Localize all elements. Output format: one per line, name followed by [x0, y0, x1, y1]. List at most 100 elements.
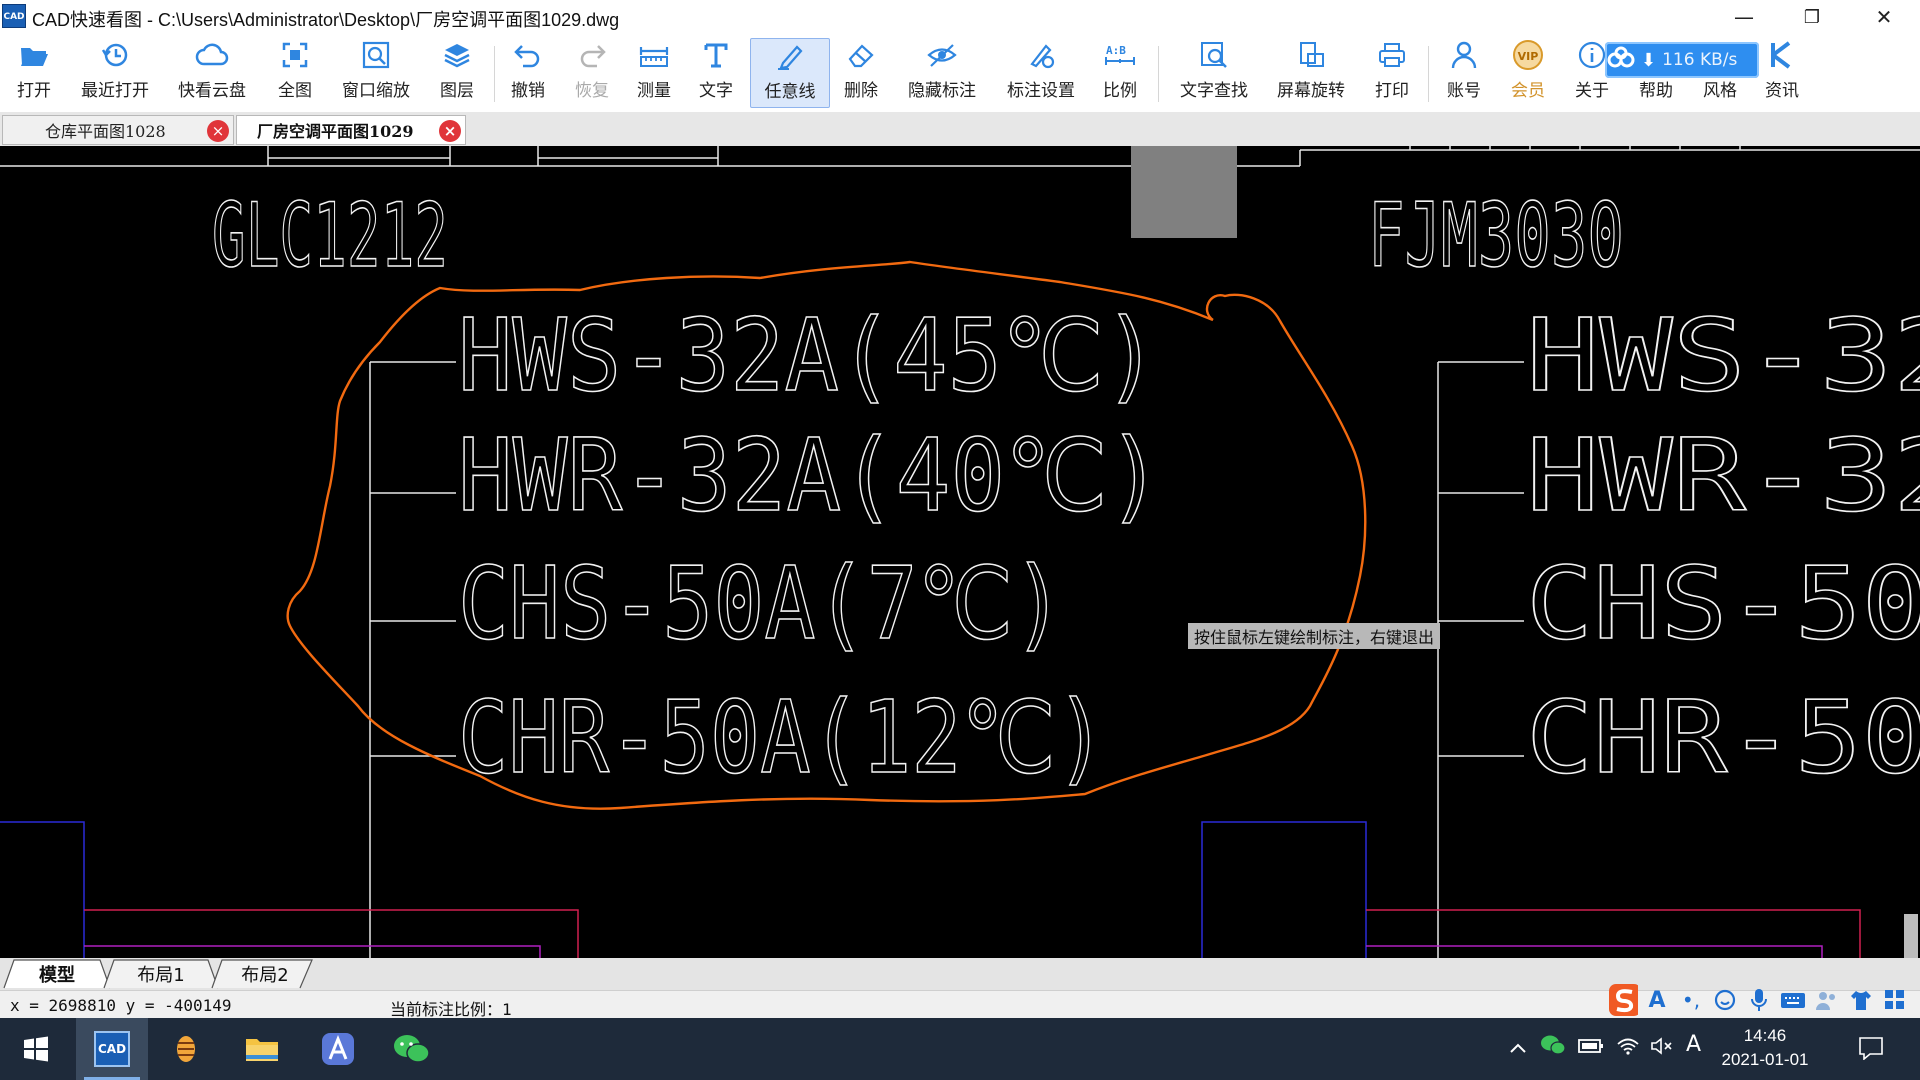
notification-center-icon[interactable] [1858, 1036, 1884, 1065]
help-button[interactable]: 帮助 [1639, 81, 1673, 101]
svg-text:VIP: VIP [1518, 50, 1539, 63]
vip-button[interactable]: VIP 会员 [1506, 38, 1550, 108]
user-group-icon[interactable] [1812, 984, 1842, 1016]
svg-text:A:B: A:B [1106, 44, 1126, 57]
text-button[interactable]: 文字 [694, 38, 738, 108]
screen-rotate-button[interactable]: 屏幕旋转 [1272, 38, 1350, 108]
app-bug-icon [177, 1036, 195, 1062]
close-tab-icon[interactable]: × [207, 120, 229, 142]
tab-label: 厂房空调平面图1029 [257, 122, 414, 141]
tray-expand-icon[interactable] [1508, 1036, 1528, 1060]
pipe-label: HWR-32A(40℃) [458, 417, 1162, 534]
baidu-netdisk-icon [1607, 46, 1635, 68]
taskbar-app-2[interactable] [150, 1018, 222, 1080]
zoom-window-icon [359, 38, 393, 72]
text-t-icon [699, 38, 733, 72]
windows-logo-icon [24, 1036, 48, 1062]
download-arrow-icon: ⬇ [1641, 49, 1657, 71]
network-speed-widget[interactable]: ⬇ 116 KB/s [1605, 42, 1759, 78]
keyboard-icon[interactable] [1778, 984, 1808, 1016]
system-clock[interactable]: 14:46 2021-01-01 [1720, 1024, 1810, 1072]
taskbar-app-4[interactable] [302, 1018, 374, 1080]
cad-app-icon: CAD [94, 1031, 130, 1067]
status-bar: x = 2698810 y = -400149 当前标注比例：1 [0, 990, 1920, 1019]
network-speed-value: 116 KB/s [1662, 50, 1738, 70]
scale-ratio-icon: A:B [1103, 38, 1137, 72]
account-button[interactable]: 账号 [1442, 38, 1486, 108]
scale-button[interactable]: A:B 比例 [1098, 38, 1142, 108]
drawing-canvas[interactable]: GLC1212 FJM3030 HWS-32A(45℃) HWR-32A(40℃… [0, 146, 1920, 958]
emoji-icon[interactable] [1710, 984, 1740, 1016]
input-method-indicator[interactable]: A [1686, 1032, 1702, 1057]
annotation-settings-button[interactable]: 标注设置 [1002, 38, 1080, 108]
freehand-annotation-cloud [286, 260, 1367, 810]
clock-time: 14:46 [1743, 1026, 1787, 1045]
print-button[interactable]: 打印 [1370, 38, 1414, 108]
fit-screen-icon [278, 38, 312, 72]
clock-date: 2021-01-01 [1721, 1050, 1809, 1069]
info-icon [1575, 38, 1609, 72]
history-icon [98, 38, 132, 72]
skin-shirt-icon[interactable] [1846, 984, 1876, 1016]
text-search-icon [1197, 38, 1231, 72]
layers-button[interactable]: 图层 [434, 38, 480, 108]
volume-muted-icon[interactable] [1650, 1036, 1674, 1061]
microphone-icon[interactable] [1744, 984, 1774, 1016]
tab-layout2[interactable]: 布局2 [241, 965, 289, 986]
tab-warehouse-plan[interactable]: 仓库平面图1028 × [2, 115, 234, 145]
wifi-icon[interactable] [1616, 1036, 1640, 1061]
wall-lines [0, 146, 1920, 167]
window-zoom-button[interactable]: 窗口缩放 [338, 38, 414, 108]
measure-button[interactable]: 测量 [632, 38, 676, 108]
about-button[interactable]: 关于 [1570, 38, 1614, 108]
cloud-drive-button[interactable]: 快看云盘 [174, 38, 250, 108]
door-tag-label: FJM3030 [1368, 184, 1624, 287]
open-button[interactable]: 打开 [8, 38, 60, 108]
vip-badge-icon: VIP [1511, 38, 1545, 72]
freeline-button[interactable]: 任意线 [750, 38, 830, 108]
eye-off-icon [925, 38, 959, 72]
app-logo-icon: CAD [2, 4, 26, 28]
printer-icon [1375, 38, 1409, 72]
battery-icon[interactable] [1578, 1036, 1604, 1060]
start-button[interactable] [0, 1018, 72, 1080]
style-button[interactable]: 风格 [1703, 81, 1737, 101]
pipe-label-right: CHR-50A [1526, 679, 1920, 796]
punctuation-icon[interactable]: •, [1681, 988, 1701, 1012]
taskbar-wechat[interactable] [376, 1018, 448, 1080]
ruler-icon [637, 38, 671, 72]
pipe-label: CHS-50A(7℃) [458, 545, 1064, 662]
wechat-icon [394, 1035, 430, 1063]
news-button[interactable]: 资讯 [1760, 38, 1804, 108]
taskbar-cad-app[interactable]: CAD [76, 1018, 148, 1080]
tab-model[interactable]: 模型 [39, 965, 75, 986]
news-k-icon [1765, 38, 1799, 72]
redo-button[interactable]: 恢复 [570, 38, 614, 108]
restore-button[interactable]: ❐ [1803, 6, 1821, 28]
folder-icon [246, 1039, 278, 1061]
fit-all-button[interactable]: 全图 [272, 38, 318, 108]
drawing-hint-tooltip: 按住鼠标左键绘制标注，右键退出 [1188, 623, 1441, 649]
pipe-label-right: CHS-50A [1526, 545, 1920, 662]
tray-wechat-icon[interactable] [1540, 1034, 1566, 1061]
delete-button[interactable]: 删除 [838, 38, 884, 108]
vertical-scrollbar[interactable] [1904, 914, 1918, 958]
close-window-button[interactable]: ✕ [1875, 5, 1893, 29]
undo-button[interactable]: 撤销 [506, 38, 550, 108]
document-tab-bar: 仓库平面图1028 × 厂房空调平面图1029 × [0, 112, 1920, 147]
sogou-logo-icon[interactable] [1608, 984, 1638, 1016]
hide-annotation-button[interactable]: 隐藏标注 [904, 38, 980, 108]
minimize-button[interactable]: — [1734, 5, 1754, 29]
tab-layout1[interactable]: 布局1 [137, 965, 185, 986]
pen-gear-icon [1024, 38, 1058, 72]
window-tag-label: GLC1212 [212, 184, 448, 287]
pipe-label: CHR-50A(12℃) [458, 679, 1106, 796]
recent-open-button[interactable]: 最近打开 [76, 38, 154, 108]
toolbox-grid-icon[interactable] [1880, 984, 1910, 1016]
ime-mode-icon[interactable]: A [1648, 987, 1666, 1013]
tab-factory-ac-plan[interactable]: 厂房空调平面图1029 × [236, 115, 466, 145]
taskbar-file-explorer[interactable] [226, 1018, 298, 1080]
close-tab-icon[interactable]: × [439, 120, 461, 142]
text-search-button[interactable]: 文字查找 [1176, 38, 1252, 108]
window-title: CAD快速看图 - C:\Users\Administrator\Desktop… [32, 10, 620, 30]
